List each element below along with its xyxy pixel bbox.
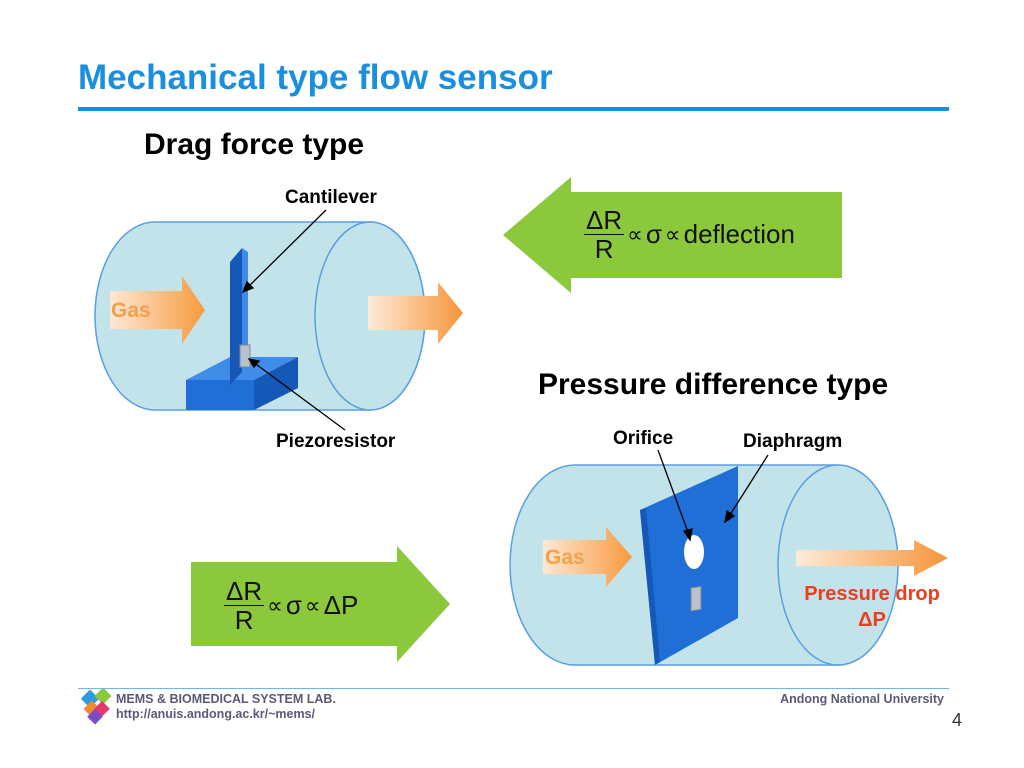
diaphragm-label: Diaphragm <box>743 431 843 452</box>
drag-heading: Drag force type <box>144 128 365 161</box>
piezoresistor-label: Piezoresistor <box>276 431 396 452</box>
cantilever-beam <box>230 248 248 385</box>
footer-lab-name: MEMS & BIOMEDICAL SYSTEM LAB. <box>116 692 336 706</box>
pressure-formula: ΔR R ∝ σ ∝ ΔP <box>224 577 358 634</box>
diaphragm-piezoresistor <box>690 585 702 612</box>
diaphragm-leader <box>727 454 769 519</box>
drag-formula-proportional-2: ∝ <box>664 221 681 247</box>
footer-rule <box>78 688 949 689</box>
orifice-hole <box>684 535 704 569</box>
pressure-formula-fraction: ΔR R <box>224 576 265 635</box>
cantilever-leader <box>245 209 327 290</box>
drag-formula-rhs: deflection <box>683 219 795 249</box>
drag-formula-fraction: ΔR R <box>584 205 625 264</box>
cantilever-label: Cantilever <box>285 187 377 208</box>
drag-formula: ΔR R ∝ σ ∝ deflection <box>584 206 795 263</box>
drag-formula-sigma: σ <box>645 219 662 249</box>
drag-gas-label: Gas <box>111 299 151 322</box>
pressure-drop-text: Pressure drop <box>804 583 940 605</box>
pressure-formula-sigma: σ <box>285 590 302 620</box>
drag-gas-inlet-arrow <box>110 276 205 344</box>
pressure-heading: Pressure difference type <box>538 368 889 401</box>
drag-tube <box>94 221 426 411</box>
footer-university: Andong National University <box>780 692 944 706</box>
pressure-formula-proportional-2: ∝ <box>304 592 321 618</box>
page-number: 4 <box>951 710 962 730</box>
pressure-gas-label: Gas <box>545 546 585 569</box>
drag-formula-arrow <box>503 177 842 293</box>
piezoresistor <box>239 344 251 368</box>
pressure-gas-outlet-arrow <box>796 540 948 576</box>
pressure-drop-symbol: ΔP <box>858 609 886 631</box>
lab-logo <box>80 687 112 725</box>
pressure-formula-proportional-1: ∝ <box>267 592 283 618</box>
pressure-formula-rhs: ΔP <box>323 590 359 620</box>
pressure-formula-numerator: ΔR <box>224 576 265 606</box>
drag-formula-proportional-1: ∝ <box>627 221 643 247</box>
piezoresistor-leader <box>252 361 346 431</box>
pressure-gas-inlet-arrow <box>543 527 632 587</box>
drag-formula-denominator: R <box>594 234 614 264</box>
slide-title: Mechanical type flow sensor <box>78 58 553 97</box>
pressure-formula-arrow <box>191 546 450 662</box>
orifice-label: Orifice <box>613 428 674 449</box>
pressure-formula-denominator: R <box>234 605 254 635</box>
title-underline <box>78 107 949 111</box>
orifice-leader <box>657 449 690 536</box>
drag-gas-outlet-arrow <box>368 282 463 344</box>
drag-formula-numerator: ΔR <box>584 205 625 235</box>
pressure-drop-label: Pressure drop ΔP <box>794 581 950 633</box>
footer-url: http://anuis.andong.ac.kr/~mems/ <box>116 707 315 721</box>
